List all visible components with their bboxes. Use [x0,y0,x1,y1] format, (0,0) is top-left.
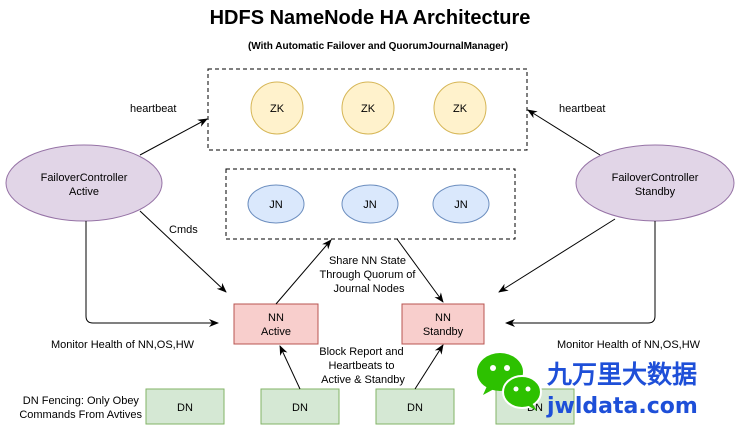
diagram-title: HDFS NameNode HA Architecture [210,7,531,29]
namenode-standby: NN Standby [401,303,485,345]
namenode-active-role: Active [261,326,291,338]
failover-controller-active-name: FailoverController [41,172,128,184]
share-state-arrow-standby [396,238,444,303]
failover-controller-active-role: Active [69,186,99,198]
namenode-active-name: NN [268,312,284,324]
zookeeper-node-label: ZK [361,103,376,115]
journal-node: JN [341,184,399,224]
heartbeat-label-left: heartbeat [130,103,176,115]
block-report-label-line: Heartbeats to [328,360,394,372]
dn-fencing-label-line: Commands From Avtives [19,409,142,421]
share-state-label: Share NN State Through Quorum of Journal… [319,255,418,295]
block-report-label: Block Report and Heartbeats to Active & … [319,346,406,386]
journal-node-label: JN [363,199,377,211]
share-state-arrow-active [275,239,332,305]
monitor-health-label-left: Monitor Health of NN,OS,HW [51,339,195,351]
block-report-arrow-to-standby [414,344,444,390]
dn-fencing-label-line: DN Fencing: Only Obey [23,395,140,407]
cmds-label: Cmds [169,224,198,236]
cmds-arrow [139,210,227,293]
failover-controller-active: FailoverController Active [5,144,163,222]
heartbeat-label-right: heartbeat [559,103,605,115]
datanode-label: DN [407,402,423,414]
zookeeper-node-label: ZK [453,103,468,115]
monitor-health-label-right: Monitor Health of NN,OS,HW [557,339,701,351]
heartbeat-arrow-left [139,118,208,156]
failover-controller-standby: FailoverController Standby [575,144,735,222]
zookeeper-node: ZK [250,81,304,135]
block-report-label-line: Block Report and [319,346,403,358]
watermark-brand-en: jwldata.com [546,394,698,419]
journal-node: JN [247,184,305,224]
datanode: DN [145,388,225,425]
journal-node: JN [432,184,490,224]
block-report-label-line: Active & Standby [321,374,405,386]
diagram-subtitle: (With Automatic Failover and QuorumJourn… [248,41,508,52]
namenode-standby-name: NN [435,312,451,324]
standby-command-arrow [498,218,616,293]
zookeeper-node: ZK [341,81,395,135]
datanode-label: DN [292,402,308,414]
dn-fencing-label: DN Fencing: Only Obey Commands From Avti… [19,395,142,421]
share-state-label-line: Share NN State [329,255,406,267]
zookeeper-node-label: ZK [270,103,285,115]
share-state-label-line: Journal Nodes [334,283,405,295]
datanode-label: DN [177,402,193,414]
journal-node-label: JN [454,199,468,211]
failover-controller-standby-role: Standby [635,186,676,198]
share-state-label-line: Through Quorum of [319,269,416,281]
watermark-brand-cn: 九万里大数据 [546,360,697,389]
zookeeper-cluster-box [207,68,528,151]
wechat-icon [477,353,542,411]
journal-cluster-box [225,168,516,240]
heartbeat-arrow-right [527,109,601,156]
journal-node-label: JN [269,199,283,211]
datanode: DN [375,388,455,425]
namenode-active: NN Active [233,303,319,345]
failover-controller-standby-name: FailoverController [612,172,699,184]
zookeeper-node: ZK [433,81,487,135]
block-report-arrow-to-active [279,345,301,390]
monitor-arrow-right [505,221,656,327]
monitor-arrow-left [85,221,219,327]
datanode: DN [260,388,340,425]
namenode-standby-role: Standby [423,326,464,338]
